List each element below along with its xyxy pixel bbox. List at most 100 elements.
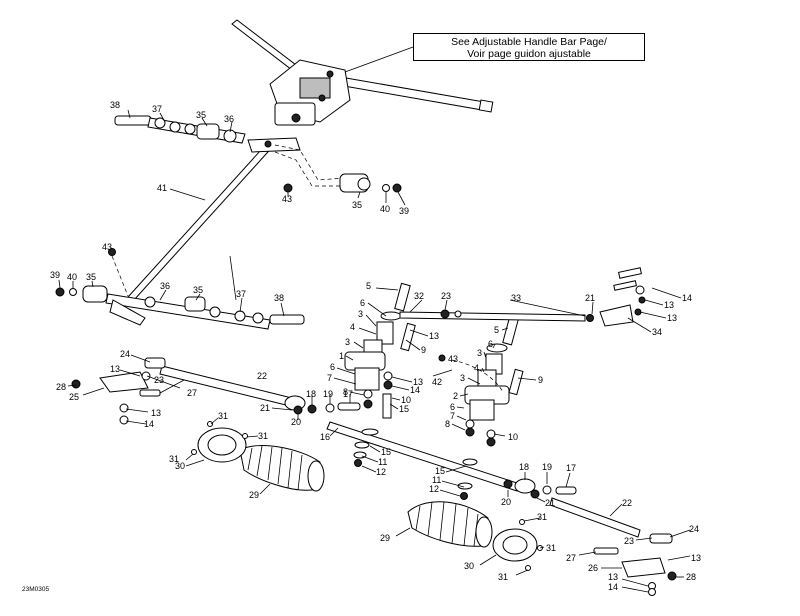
part-label: 31 [537, 512, 547, 522]
right-rubber-boot [407, 501, 493, 548]
part-label: 35 [86, 272, 96, 282]
part-label: 30 [175, 461, 185, 471]
cross-tube-16 [326, 421, 521, 500]
part-label: 43 [102, 242, 112, 252]
part-label: 33 [511, 293, 521, 303]
part-label: 8 [343, 387, 348, 397]
part-label: 32 [414, 291, 424, 301]
part-label: 22 [257, 371, 267, 381]
part-label: 20 [501, 497, 511, 507]
part-label: 14 [144, 419, 154, 429]
part-label: 31 [169, 454, 179, 464]
part-label: 28 [56, 382, 66, 392]
left-tie-rod [159, 365, 361, 415]
part-label: 30 [464, 561, 474, 571]
part-label: 25 [69, 392, 79, 402]
tie-rod-33 [399, 309, 594, 322]
handlebar-reference-callout: See Adjustable Handle Bar Page/ Voir pag… [413, 33, 645, 61]
lower-bushing-assembly [55, 285, 305, 330]
part-label: 13 [110, 364, 120, 374]
handlebar [231, 19, 494, 126]
part-label: 14 [682, 293, 692, 303]
part-label: 15 [381, 447, 391, 457]
diagram-reference-code: 23M0305 [22, 586, 50, 593]
part-label: 18 [519, 462, 529, 472]
ball-joint-34 [599, 267, 646, 327]
part-label: 21 [585, 293, 595, 303]
part-label: 10 [401, 395, 411, 405]
part-label: 20 [291, 417, 301, 427]
part-label: 14 [608, 582, 618, 592]
part-label: 3 [358, 309, 363, 319]
part-label: 38 [110, 100, 120, 110]
leader-lines [58, 109, 691, 593]
part-label: 10 [508, 432, 518, 442]
part-label: 31 [258, 431, 268, 441]
part-label: 18 [306, 389, 316, 399]
left-rubber-boot [239, 445, 325, 492]
part-label: 43 [448, 354, 458, 364]
part-label: 6 [450, 402, 455, 412]
part-label: 4 [350, 322, 355, 332]
part-label: 31 [498, 572, 508, 582]
part-label: 11 [432, 475, 441, 485]
part-number-labels: 38 37 35 36 41 43 35 40 39 43 39 40 35 3… [50, 100, 701, 592]
part-label: 6 [360, 298, 365, 308]
part-label: 9 [538, 375, 543, 385]
part-label: 27 [566, 553, 576, 563]
part-label: 28 [686, 572, 696, 582]
part-label: 12 [376, 467, 386, 477]
part-label: 35 [193, 285, 203, 295]
right-spindle-arm [593, 533, 677, 596]
part-label: 35 [196, 110, 206, 120]
part-label: 21 [545, 498, 555, 508]
part-label: 15 [399, 404, 409, 414]
part-label: 24 [120, 349, 130, 359]
part-label: 43 [282, 194, 292, 204]
nut-43-lower [108, 248, 116, 256]
nut-43-center [438, 354, 446, 362]
part-label: 37 [236, 289, 246, 299]
upper-bushing-assembly [114, 115, 272, 148]
part-label: 17 [343, 389, 353, 399]
part-label: 31 [546, 543, 556, 553]
part-label: 13 [429, 331, 439, 341]
right-steering-arm-assembly [464, 316, 524, 447]
part-label: 23 [441, 291, 451, 301]
callout-line-2: Voir page guidon ajustable [467, 48, 591, 60]
part-label: 19 [323, 389, 333, 399]
part-label: 40 [67, 272, 77, 282]
part-label: 13 [664, 300, 674, 310]
part-label: 7 [450, 411, 455, 421]
part-label: 5 [366, 281, 371, 291]
part-label: 9 [421, 345, 426, 355]
part-label: 41 [157, 183, 167, 193]
part-label: 26 [588, 563, 598, 573]
part-label: 6 [488, 339, 493, 349]
upper-right-bushing [339, 173, 402, 193]
part-label: 22 [622, 498, 632, 508]
part-label: 3 [477, 348, 482, 358]
part-label: 35 [352, 200, 362, 210]
part-label: 27 [187, 388, 197, 398]
part-label: 3 [460, 373, 465, 383]
part-label: 7 [327, 373, 332, 383]
part-label: 13 [691, 553, 701, 563]
part-label: 15 [435, 466, 445, 476]
part-label: 36 [224, 114, 234, 124]
part-label: 13 [667, 313, 677, 323]
part-label: 16 [320, 432, 330, 442]
part-label: 31 [218, 411, 228, 421]
part-label: 39 [50, 270, 60, 280]
part-label: 2 [453, 391, 458, 401]
callout-line-1: See Adjustable Handle Bar Page/ [451, 36, 607, 48]
part-label: 1 [339, 351, 344, 361]
steering-column [127, 137, 301, 301]
part-label: 23 [624, 536, 634, 546]
part-label: 13 [608, 572, 618, 582]
part-label: 14 [410, 385, 420, 395]
part-label: 36 [160, 281, 170, 291]
part-label: 23 [154, 375, 164, 385]
part-label: 3 [345, 337, 350, 347]
part-label: 42 [432, 377, 442, 387]
